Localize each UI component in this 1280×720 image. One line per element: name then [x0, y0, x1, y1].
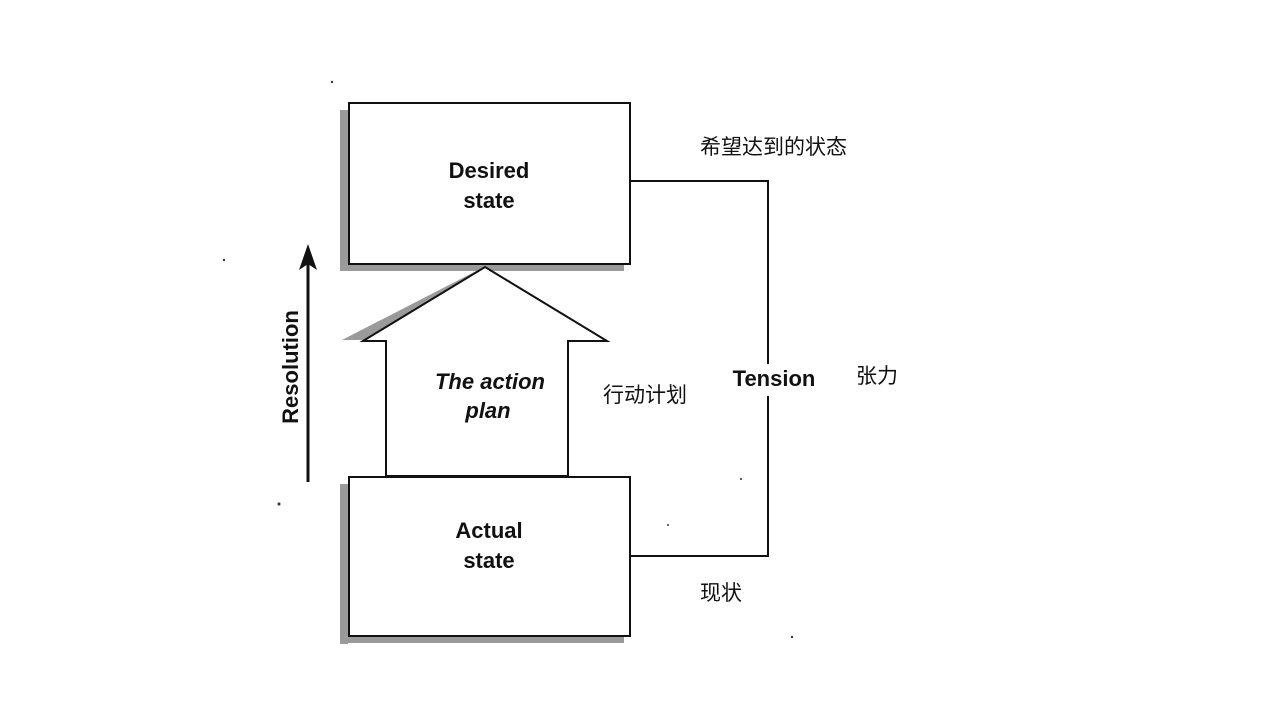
actual-state-label-line1: Actual: [455, 518, 522, 543]
actual-state-box: [340, 476, 631, 644]
scan-specks: [222, 80, 794, 639]
tension-cn-label: 张力: [856, 364, 898, 388]
action-plan-arrow: [342, 265, 611, 477]
resolution-arrow: [299, 244, 317, 482]
tension-connector: [631, 180, 769, 557]
actual-state-label-line2: state: [463, 548, 514, 573]
desired-state-cn-label: 希望达到的状态: [700, 135, 847, 159]
tension-label: Tension: [733, 366, 816, 391]
desired-state-label-line1: Desired: [449, 158, 530, 183]
action-plan-label-line1: The action: [435, 369, 545, 394]
desired-state-box: [340, 102, 631, 271]
resolution-label: Resolution: [278, 310, 303, 424]
actual-state-cn-label: 现状: [700, 581, 742, 605]
action-plan-cn-label: 行动计划: [603, 383, 687, 407]
action-plan-label-line2: plan: [464, 398, 510, 423]
desired-state-label-line2: state: [463, 188, 514, 213]
